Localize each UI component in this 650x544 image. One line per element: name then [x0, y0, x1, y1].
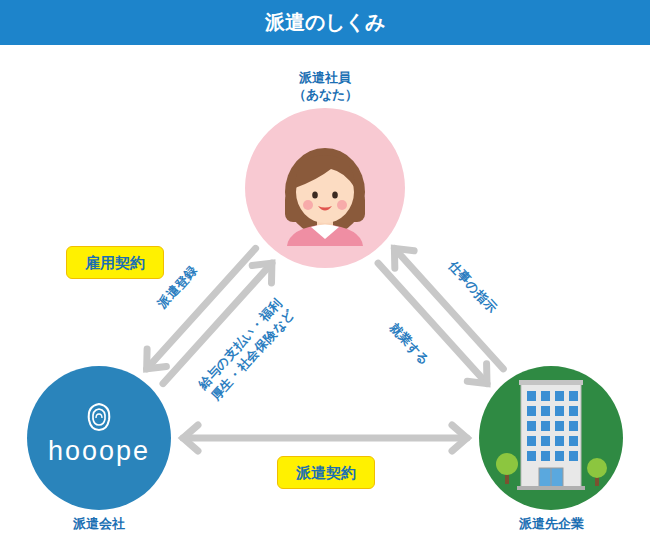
badge-text: 派遣契約	[278, 457, 374, 488]
contract-badge: 雇用契約	[66, 246, 164, 279]
badge-text: 雇用契約	[67, 247, 163, 278]
node-label: 派遣会社	[0, 515, 211, 533]
arrow-head	[252, 263, 272, 283]
circle-fill	[245, 108, 405, 268]
arrow-head	[147, 349, 167, 369]
title-text: 派遣のしくみ	[0, 0, 650, 45]
staff-circle: 派遣社員 （あなた）	[245, 108, 405, 268]
circle-fill	[479, 366, 623, 510]
edge-label: 仕事の指示	[444, 258, 500, 318]
woman-illustration	[245, 108, 405, 268]
arrow-head	[452, 425, 467, 451]
arrow-head	[183, 425, 198, 451]
agency-circle: hooope派遣会社	[27, 366, 171, 510]
arrow-head	[467, 364, 487, 384]
circle-fill	[27, 366, 171, 510]
arrow-shaft	[183, 435, 467, 442]
contract-badge: 派遣契約	[277, 456, 375, 489]
client-circle: 派遣先企業	[479, 366, 623, 510]
building-illustration	[479, 366, 623, 510]
logo-text: hooope	[27, 437, 171, 467]
title-bar: 派遣のしくみ	[0, 0, 650, 45]
edge-label: 給与の支払い・福利 厚生・社会保険など	[195, 295, 299, 405]
arrow-head	[394, 248, 414, 268]
arrow-connector	[183, 425, 467, 451]
node-label: 派遣社員 （あなた）	[291, 69, 360, 104]
edge-label: 就業する	[385, 319, 432, 369]
node-label: 派遣先企業	[439, 515, 650, 533]
